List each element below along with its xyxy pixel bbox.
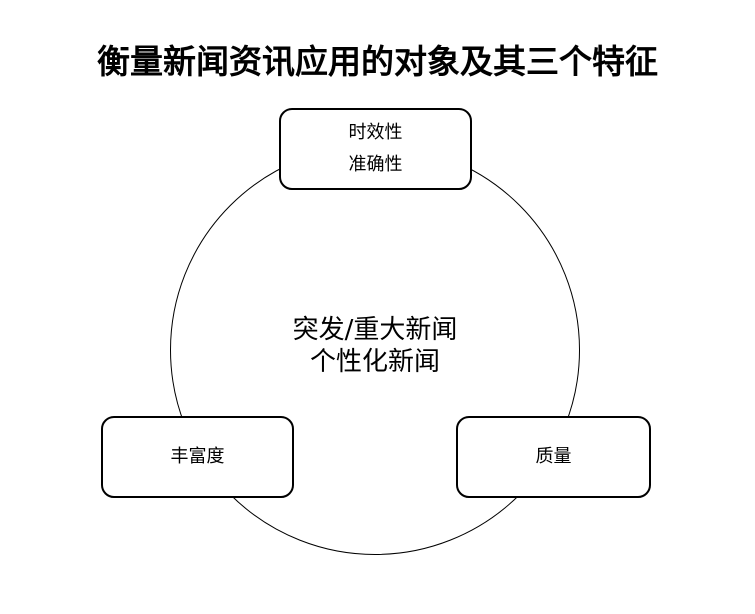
node-top-line-1: 时效性 — [348, 122, 403, 143]
center-label-line-1: 突发/重大新闻 — [292, 315, 458, 345]
node-top-line-2: 准确性 — [348, 154, 403, 175]
node-quality: 质量 — [456, 416, 651, 498]
center-label: 突发/重大新闻 个性化新闻 — [230, 314, 520, 378]
node-right-label: 质量 — [535, 446, 572, 467]
diagram-title: 衡量新闻资讯应用的对象及其三个特征 — [97, 42, 658, 81]
center-label-line-2: 个性化新闻 — [309, 347, 440, 377]
node-timeliness-accuracy: 时效性 准确性 — [279, 108, 472, 190]
node-left-label: 丰富度 — [170, 446, 225, 467]
node-richness: 丰富度 — [101, 416, 294, 498]
